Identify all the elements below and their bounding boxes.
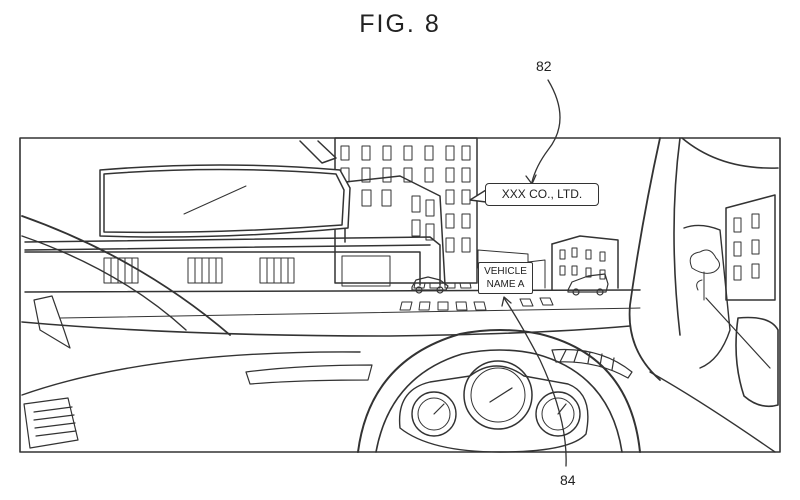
- cars: [411, 273, 609, 296]
- tall-building: [334, 137, 478, 284]
- reference-number-82: 82: [536, 58, 552, 74]
- company-name-callout: XXX CO., LTD.: [485, 183, 599, 206]
- instrument-cluster: [398, 360, 589, 453]
- vehicle-name-callout: VEHICLE NAME A: [478, 262, 533, 294]
- side-building: [689, 194, 776, 301]
- dashboard: [21, 321, 776, 453]
- vehicle-name-line-2: NAME A: [486, 279, 525, 290]
- left-gauge: [411, 391, 457, 437]
- leader-line-82: [531, 79, 561, 183]
- center-gauge: [463, 360, 533, 430]
- steering-wheel: [357, 329, 641, 453]
- road: [24, 282, 641, 319]
- rearview-mirror: [99, 140, 351, 238]
- vehicle-name-line-1: VEHICLE: [484, 266, 527, 277]
- reference-number-84: 84: [560, 472, 576, 488]
- a-pillars: [21, 137, 779, 408]
- left-vent: [23, 397, 79, 449]
- callout-82-tail: [469, 189, 487, 203]
- leader-line-84: [503, 297, 567, 467]
- leader-arrow-84: [501, 296, 512, 307]
- corner-building: [344, 175, 446, 286]
- figure-title: FIG. 8: [359, 10, 441, 38]
- storefront-building: [24, 236, 441, 287]
- right-gauge: [535, 391, 581, 437]
- center-vent: [551, 348, 633, 379]
